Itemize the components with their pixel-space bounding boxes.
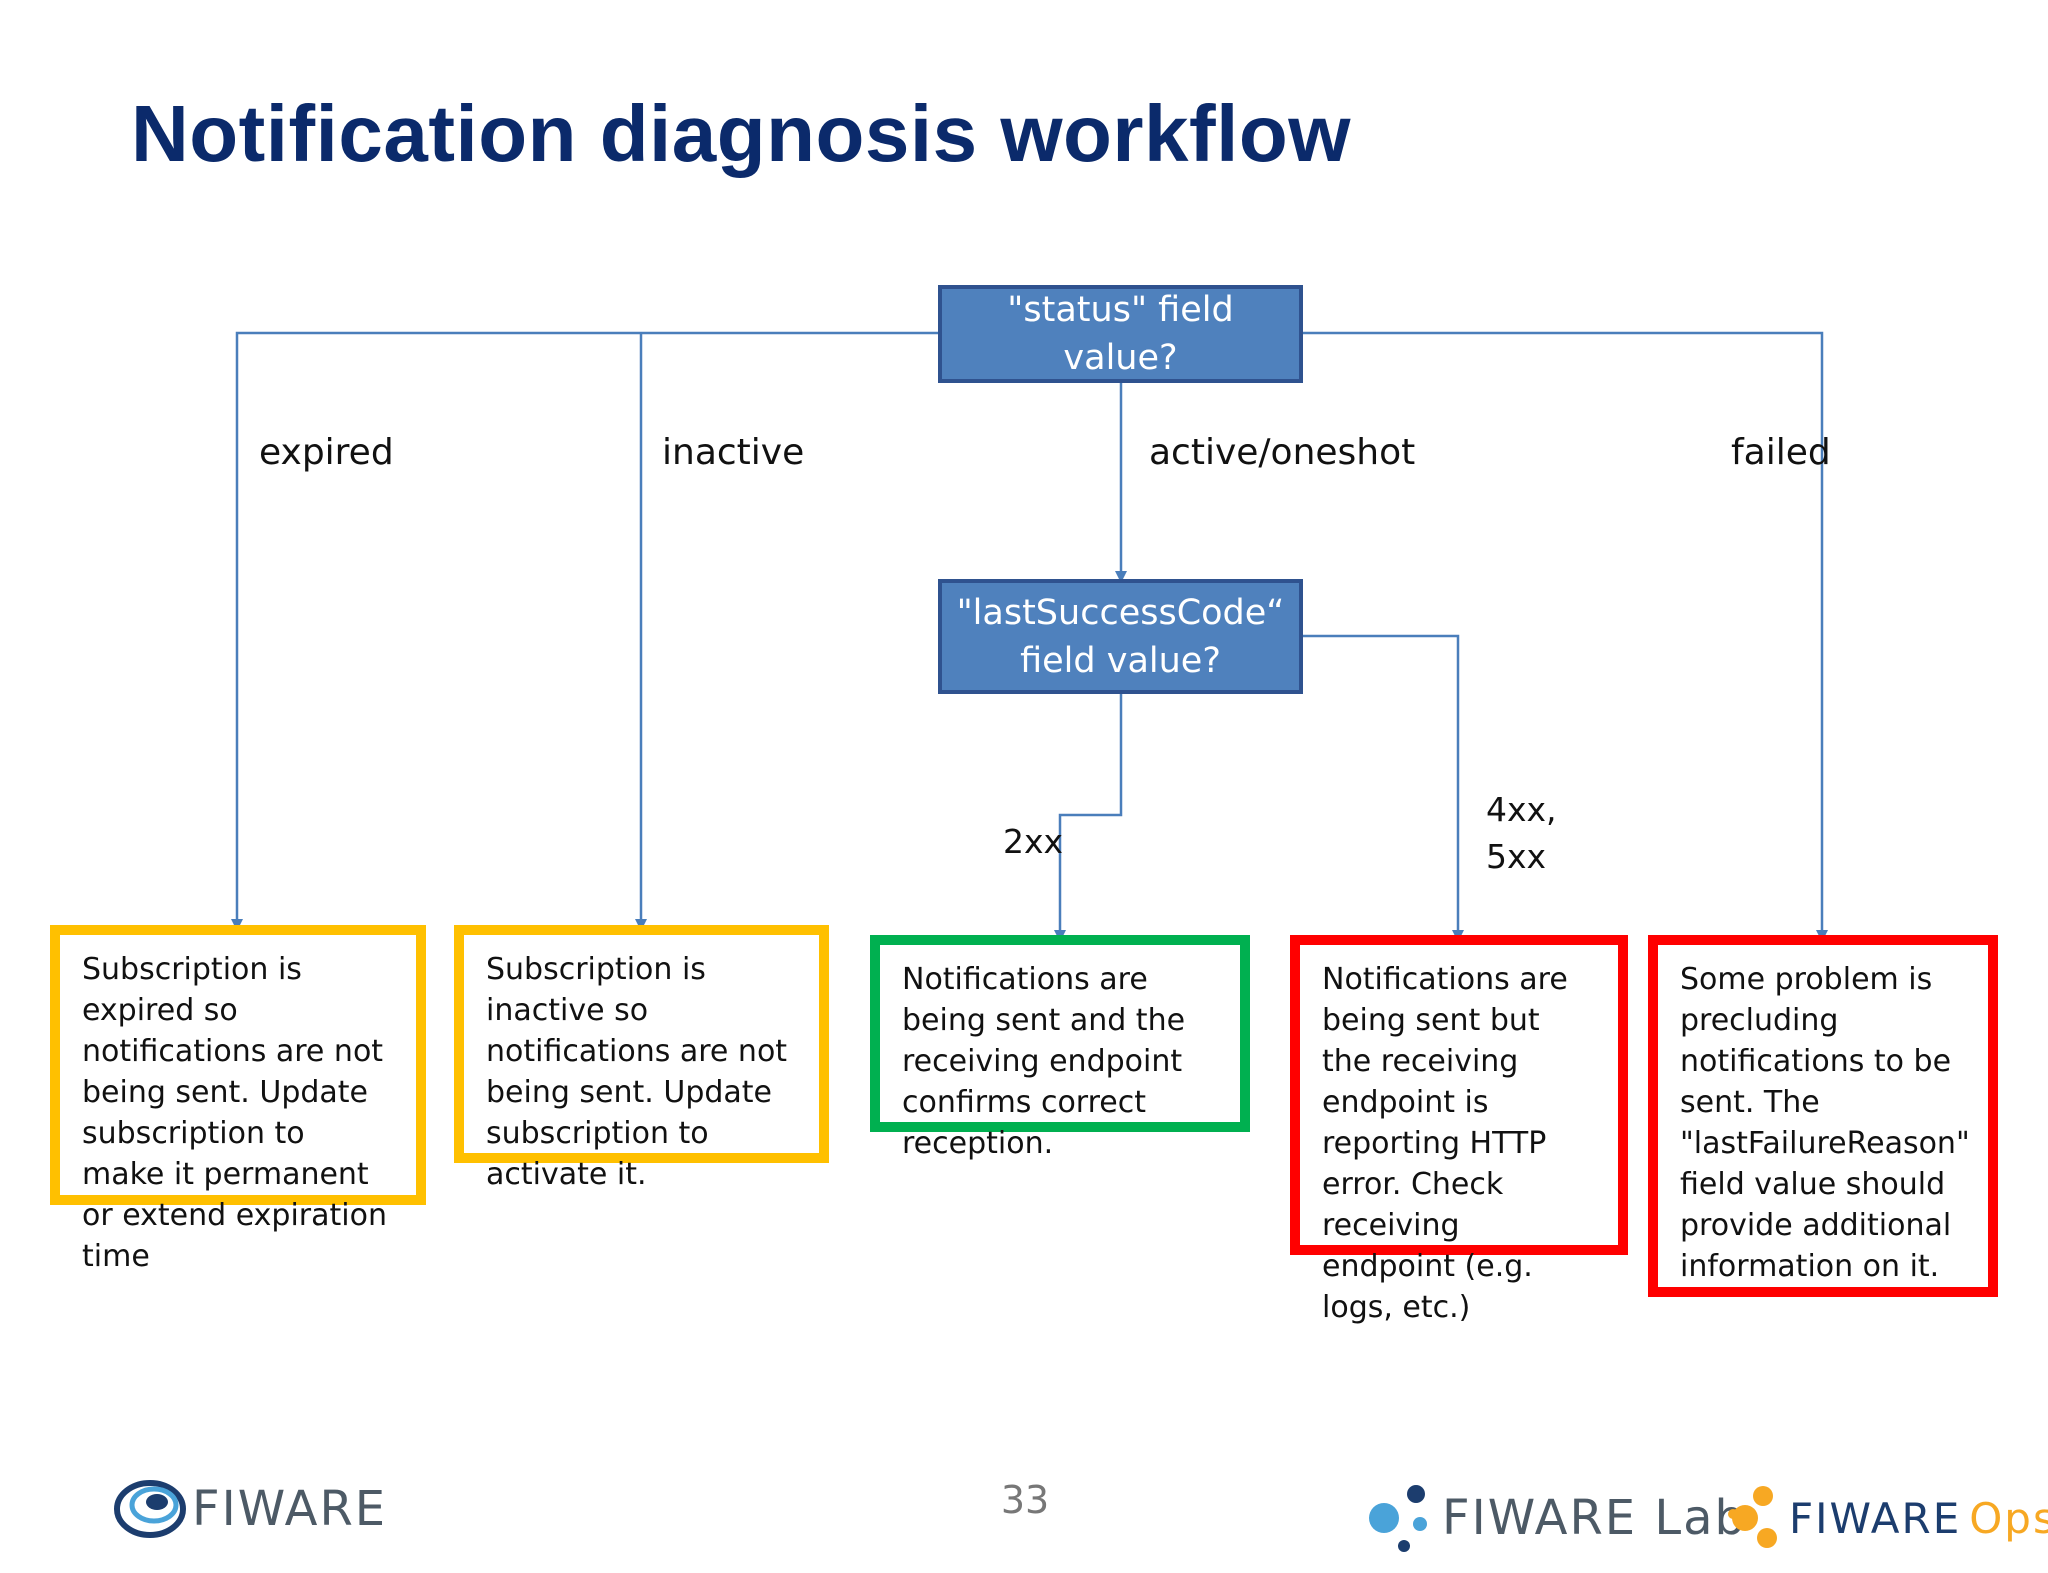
code-question-text: "lastSuccessCode“ field value? [956, 592, 1285, 681]
branch-label-failed: failed [1731, 432, 1831, 473]
connector-error [1303, 634, 1464, 942]
status-question-text: "status" field value? [1007, 290, 1234, 378]
fiware-ops-logo-text: FIWARE [1789, 1493, 1962, 1543]
code-label-2xx: 2xx [1003, 822, 1064, 861]
outcome-expired-box: Subscription is expired so notifications… [50, 925, 426, 1274]
fiware-ops-dots-icon [1728, 1486, 1777, 1548]
branch-label-active: active/oneshot [1149, 432, 1416, 473]
fiware-logo-text: FIWARE [192, 1481, 388, 1537]
fiware-lab-logo-text: FIWARE Lab [1442, 1490, 1747, 1546]
status-question-box: "status" field value? [938, 285, 1303, 383]
branch-label-inactive: inactive [662, 432, 805, 473]
connector-expired [231, 331, 938, 931]
branch-label-expired: expired [259, 432, 394, 473]
outcome-error-text: Notifications are being sent but the rec… [1322, 962, 1568, 1325]
outcome-failed-box: Some problem is precluding notifications… [1648, 935, 1998, 1297]
fiware-ops-logo: FIWARE Ops [1727, 1484, 2048, 1552]
outcome-inactive-box: Subscription is inactive so notification… [454, 925, 829, 1192]
fiware-lab-dots-icon [1369, 1485, 1427, 1552]
outcome-inactive-text: Subscription is inactive so notification… [486, 952, 788, 1192]
page-number: 33 [1000, 1478, 1050, 1522]
connector-failed [1303, 331, 1828, 942]
outcome-expired-text: Subscription is expired so notifications… [82, 952, 387, 1274]
outcome-failed-text: Some problem is precluding notifications… [1680, 962, 1970, 1284]
outcome-ok-box: Notifications are being sent and the rec… [870, 935, 1250, 1161]
code-label-4xx-5xx: 4xx, 5xx [1486, 790, 1557, 876]
outcome-error-box: Notifications are being sent but the rec… [1290, 935, 1628, 1325]
connector-2xx [1054, 693, 1123, 942]
code-question-box: "lastSuccessCode“ field value? [938, 579, 1303, 694]
fiware-lab-logo: FIWARE Lab [1366, 1480, 1747, 1556]
fiware-swirl-icon [114, 1480, 186, 1538]
slide-title: Notification diagnosis workflow [131, 89, 1351, 178]
fiware-logo: FIWARE [114, 1478, 387, 1540]
outcome-ok-text: Notifications are being sent and the rec… [902, 962, 1186, 1161]
fiware-ops-logo-suffix: Ops [1969, 1493, 2048, 1543]
